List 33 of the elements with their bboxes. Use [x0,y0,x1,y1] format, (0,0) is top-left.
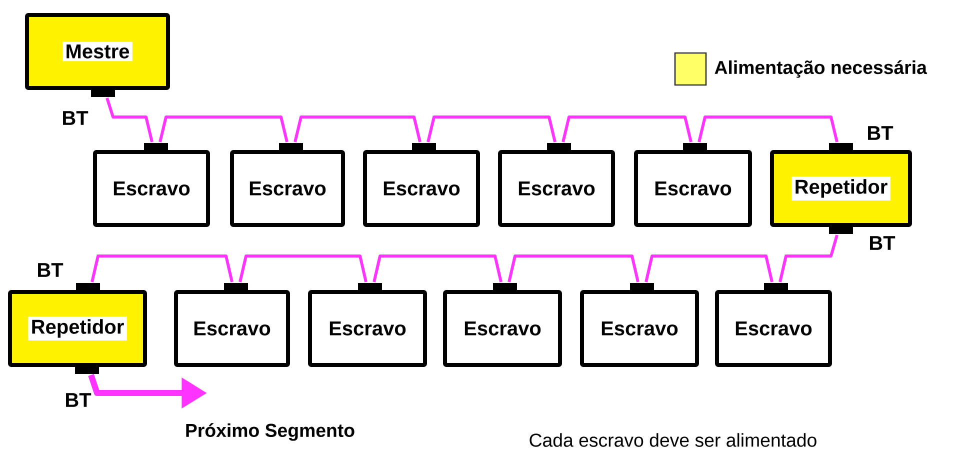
bus-line [508,254,640,282]
bus-line [644,254,774,282]
legend-label: Alimentação necessária [714,60,928,78]
bus-line [90,254,234,282]
bus-line [238,254,368,282]
device-box: Escravo [580,283,699,367]
port-label: BT [38,263,64,277]
bus-line [372,254,502,282]
port-label: BT [868,126,894,140]
bus-line [426,116,556,142]
device-box: Escravo [308,283,427,367]
bus-line [778,234,838,282]
label: Cada escravo deve ser alimentado [530,433,816,447]
device-box: Escravo [174,283,290,367]
port-label: BT [66,393,92,407]
device-box: Repetidor [8,283,147,374]
device-box: Mestre [25,13,170,97]
device-box: Escravo [715,283,832,367]
device-box: Escravo [230,143,345,227]
device-box: Escravo [634,143,752,227]
device-box: Escravo [498,143,615,227]
bus-line [698,116,838,142]
bus-line [106,98,154,142]
device-box: Escravo [363,143,480,227]
bus-line [158,116,288,142]
device-box: Repetidor [770,143,912,234]
device-box: Escravo [93,143,210,227]
label: Próximo Segmento [186,423,354,441]
port-label: BT [63,111,88,125]
bus-line [294,116,422,142]
port-label: BT [870,236,896,250]
device-box: Escravo [443,283,562,367]
bus-line [562,116,692,142]
